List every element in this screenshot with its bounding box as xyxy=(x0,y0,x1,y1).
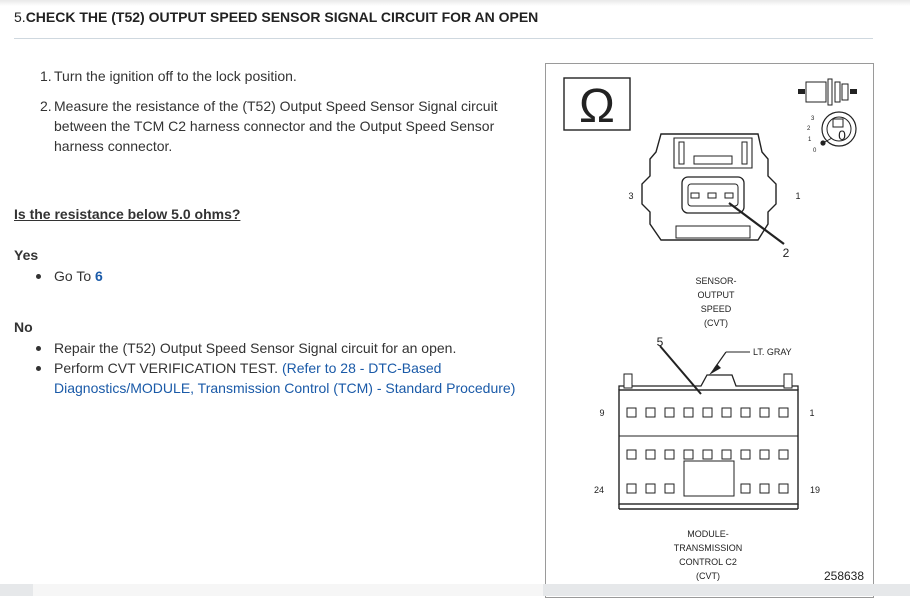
tcm-pin-cavity xyxy=(759,449,770,460)
verification-text: Perform CVT VERIFICATION TEST. xyxy=(54,360,282,376)
no-label: No xyxy=(14,319,33,335)
procedure-step-number: 1. xyxy=(40,68,52,84)
ignition-switch-icon: 0 3 2 1 0 xyxy=(798,78,857,154)
bullet-dot xyxy=(36,366,41,371)
tcm-pin-cavity xyxy=(664,483,675,494)
bottom-bar xyxy=(0,584,910,596)
tcm-pin-5: 5 xyxy=(657,335,664,349)
tcm-connector: 9 1 24 19 5 LT. GRAY xyxy=(594,335,820,510)
tcm-pin-cavity xyxy=(645,407,656,418)
tcm-pin-cavity xyxy=(778,483,789,494)
no-actions: Repair the (T52) Output Speed Sensor Sig… xyxy=(34,338,534,398)
procedure-step: 2. Measure the resistance of the (T52) O… xyxy=(40,96,520,156)
tcm-pin-cavity xyxy=(778,449,789,460)
list-item: Go To 6 xyxy=(34,266,103,286)
svg-text:MODULE-: MODULE- xyxy=(687,529,729,539)
tcm-pin-cavity xyxy=(740,407,751,418)
tcm-pin-cavity xyxy=(702,407,713,418)
tcm-pin-callout-line xyxy=(659,345,702,395)
tcm-pin-cavity xyxy=(759,407,770,418)
tcm-pin-cavity xyxy=(645,449,656,460)
tcm-label: MODULE- TRANSMISSION CONTROL C2 (CVT) xyxy=(674,529,743,581)
tcm-pin-cavity xyxy=(664,449,675,460)
svg-text:SPEED: SPEED xyxy=(701,304,732,314)
ignition-position: 3 xyxy=(811,116,815,122)
step-number: 5. xyxy=(14,9,26,25)
tcm-pin-cavity xyxy=(721,449,732,460)
ohmmeter-icon: Ω xyxy=(563,77,631,133)
tcm-pin-cavity xyxy=(683,407,694,418)
list-item: Perform CVT VERIFICATION TEST. (Refer to… xyxy=(34,358,534,398)
goto-prefix: Go To xyxy=(54,268,95,284)
svg-text:(CVT): (CVT) xyxy=(696,571,720,581)
sensor-connector: 3 1 2 xyxy=(628,133,801,260)
diagnostic-question: Is the resistance below 5.0 ohms? xyxy=(14,206,241,222)
sensor-label: SENSOR- OUTPUT SPEED (CVT) xyxy=(695,276,736,328)
tcm-pin-cavity xyxy=(645,483,656,494)
svg-text:TRANSMISSION: TRANSMISSION xyxy=(674,543,743,553)
tcm-pin-cavity xyxy=(683,449,694,460)
tcm-pin-cavity xyxy=(778,407,789,418)
tcm-pin-cavity xyxy=(626,483,637,494)
tcm-pin-cavity xyxy=(626,407,637,418)
tcm-pin-cavity xyxy=(759,483,770,494)
tcm-pin-cavity xyxy=(740,449,751,460)
page-title: 5.CHECK THE (T52) OUTPUT SPEED SENSOR SI… xyxy=(14,9,538,25)
title-divider xyxy=(14,38,873,39)
yes-actions: Go To 6 xyxy=(34,266,103,286)
procedure-step-text: Turn the ignition off to the lock positi… xyxy=(54,68,297,84)
procedure-step-text: Measure the resistance of the (T52) Outp… xyxy=(54,98,498,154)
tcm-pin-9: 9 xyxy=(599,408,604,418)
svg-text:(CVT): (CVT) xyxy=(704,318,728,328)
list-item: Repair the (T52) Output Speed Sensor Sig… xyxy=(34,338,534,358)
wire-color-label: LT. GRAY xyxy=(753,347,792,357)
wiring-diagram: Ω 0 3 2 1 0 xyxy=(545,63,874,598)
yes-label: Yes xyxy=(14,247,39,263)
bottom-strip xyxy=(33,584,543,596)
tcm-pin-cavity xyxy=(626,449,637,460)
svg-text:SENSOR-: SENSOR- xyxy=(695,276,736,286)
step-heading: CHECK THE (T52) OUTPUT SPEED SENSOR SIGN… xyxy=(25,9,539,25)
sensor-pin-1: 1 xyxy=(795,191,800,201)
svg-text:CONTROL C2: CONTROL C2 xyxy=(679,557,737,567)
bullet-dot xyxy=(36,274,41,279)
tcm-pin-19: 19 xyxy=(810,485,820,495)
goto-step-link[interactable]: 6 xyxy=(95,268,103,284)
bullet-dot xyxy=(36,346,41,351)
procedure-steps: 1. Turn the ignition off to the lock pos… xyxy=(40,66,520,166)
sensor-pin-2: 2 xyxy=(783,246,790,260)
ignition-position: 1 xyxy=(808,137,812,143)
sensor-pin-3: 3 xyxy=(628,191,633,201)
tcm-pin-cavity xyxy=(740,483,751,494)
procedure-step-number: 2. xyxy=(40,98,52,114)
ignition-position: 2 xyxy=(807,126,811,132)
tcm-pin-cavity xyxy=(664,407,675,418)
ignition-selected: 0 xyxy=(838,127,846,143)
diagram-svg: Ω 0 3 2 1 0 xyxy=(563,77,864,583)
top-shade xyxy=(0,0,910,6)
figure-id: 258638 xyxy=(824,569,864,583)
tcm-pin-cavity xyxy=(702,449,713,460)
tcm-pin-cavity xyxy=(721,407,732,418)
repair-text: Repair the (T52) Output Speed Sensor Sig… xyxy=(54,340,457,356)
tcm-pin-1: 1 xyxy=(809,408,814,418)
svg-text:OUTPUT: OUTPUT xyxy=(698,290,736,300)
refer-procedure-link[interactable]: (Refer to 28 - DTC-Based Diagnostics/MOD… xyxy=(54,360,516,396)
ignition-position: 0 xyxy=(813,148,817,154)
sensor-pin-callout-line xyxy=(728,202,785,245)
procedure-step: 1. Turn the ignition off to the lock pos… xyxy=(40,66,520,86)
ohm-symbol: Ω xyxy=(579,80,615,133)
tcm-pin-24: 24 xyxy=(594,485,604,495)
